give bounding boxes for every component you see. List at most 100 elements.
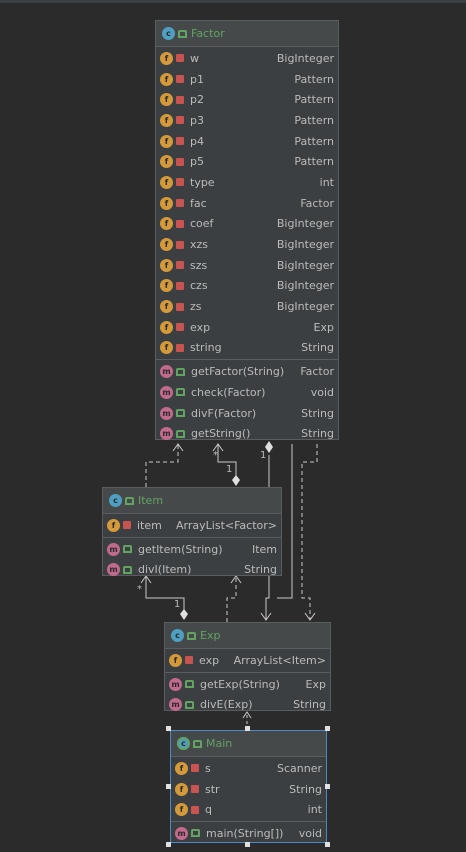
private-icon: [176, 219, 184, 228]
class-main-header[interactable]: c Main: [171, 731, 326, 757]
selection-handle[interactable]: [325, 726, 330, 731]
exp-item-star-label: *: [137, 584, 142, 595]
method-return-type: Factor: [300, 365, 334, 379]
class-item-header[interactable]: c Item: [103, 488, 281, 514]
field-type: Pattern: [294, 72, 334, 86]
method-icon: m: [169, 698, 182, 712]
method-name: getFactor(String): [191, 365, 285, 379]
class-name: Factor: [191, 27, 225, 40]
public-icon: [176, 367, 185, 376]
method-icon: m: [160, 427, 173, 441]
selection-handle[interactable]: [166, 726, 171, 731]
selection-handle[interactable]: [245, 726, 250, 731]
field-name: fac: [190, 196, 207, 210]
field-name: type: [190, 175, 215, 189]
private-icon: [176, 157, 184, 166]
private-icon: [176, 54, 184, 63]
item-factor-dependency-arrow: [172, 443, 184, 452]
field-icon: f: [175, 761, 188, 775]
method-return-type: void: [298, 826, 322, 840]
private-icon: [176, 75, 184, 84]
field-icon: f: [160, 134, 173, 148]
field-icon: f: [160, 279, 173, 293]
class-exp-header[interactable]: c Exp: [165, 623, 330, 649]
factor-exp-dependency-arrow: [304, 612, 316, 621]
selection-handle[interactable]: [166, 784, 171, 789]
field-type: BigInteger: [276, 217, 334, 231]
public-icon: [125, 496, 134, 505]
item-factor-one-label: 1: [226, 464, 233, 475]
method-name: main(String[]): [206, 826, 284, 840]
method-icon: m: [107, 542, 120, 556]
field-icon: f: [160, 155, 173, 169]
exp-item-one-label: 1: [174, 599, 181, 610]
field-type: String: [289, 782, 322, 796]
class-icon: c: [171, 629, 184, 642]
field-type: Pattern: [294, 113, 334, 127]
selection-handle[interactable]: [245, 842, 250, 847]
field-type: Pattern: [294, 93, 334, 107]
selection-handle[interactable]: [325, 784, 330, 789]
field-icon: f: [160, 341, 173, 355]
field-name: p2: [190, 93, 204, 107]
field-name: p5: [190, 155, 204, 169]
field-name: w: [190, 51, 199, 65]
main-exp-dependency-arrow: [242, 711, 252, 719]
field-type: int: [319, 175, 334, 189]
method-icon: m: [107, 563, 120, 577]
selection-handle[interactable]: [325, 842, 330, 847]
private-icon: [176, 240, 184, 249]
public-icon: [178, 29, 187, 38]
method-name: check(Factor): [191, 385, 266, 399]
public-icon: [123, 565, 132, 574]
field-icon: f: [175, 803, 188, 817]
method-return-type: Item: [251, 542, 277, 556]
method-return-type: String: [244, 563, 277, 577]
exp-item-dependency-arrow: [230, 575, 242, 584]
field-icon: f: [160, 51, 173, 65]
field-name: s: [205, 761, 211, 775]
public-icon: [185, 680, 194, 689]
field-icon: f: [175, 782, 188, 796]
field-name: item: [137, 518, 162, 532]
field-type: BigInteger: [276, 300, 334, 314]
exp-factor-one-label: 1: [260, 450, 267, 461]
class-factor-header[interactable]: c Factor: [156, 21, 338, 47]
selection-handle[interactable]: [166, 842, 171, 847]
